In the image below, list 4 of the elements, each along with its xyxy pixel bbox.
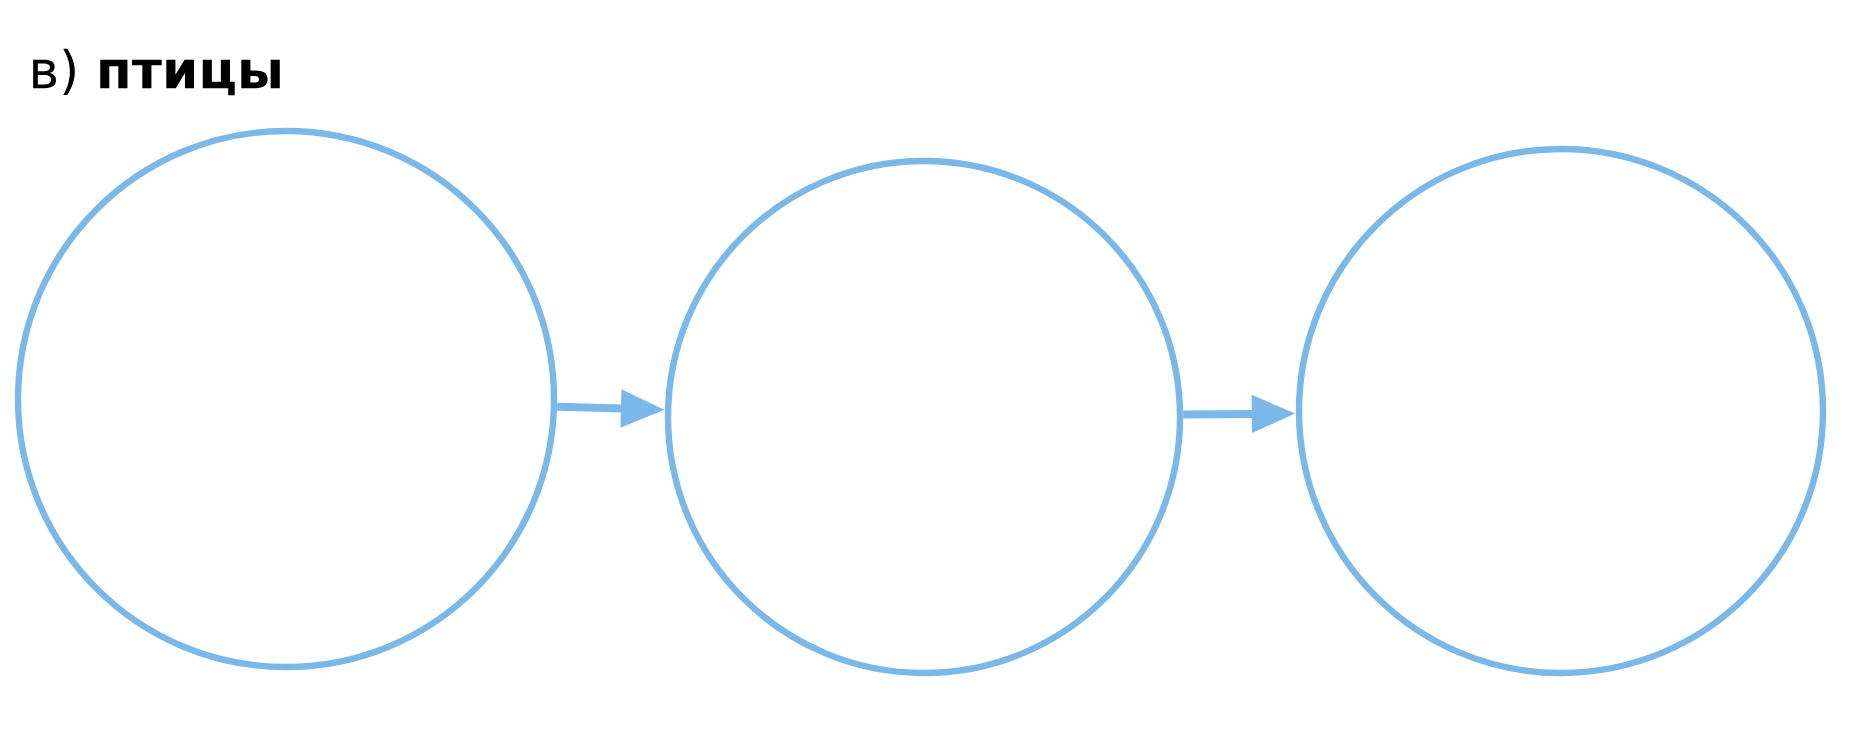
- empty-circle: [14, 127, 558, 671]
- empty-circle: [1295, 145, 1827, 677]
- title: в) птицы: [33, 48, 280, 96]
- empty-circle: [664, 157, 1184, 677]
